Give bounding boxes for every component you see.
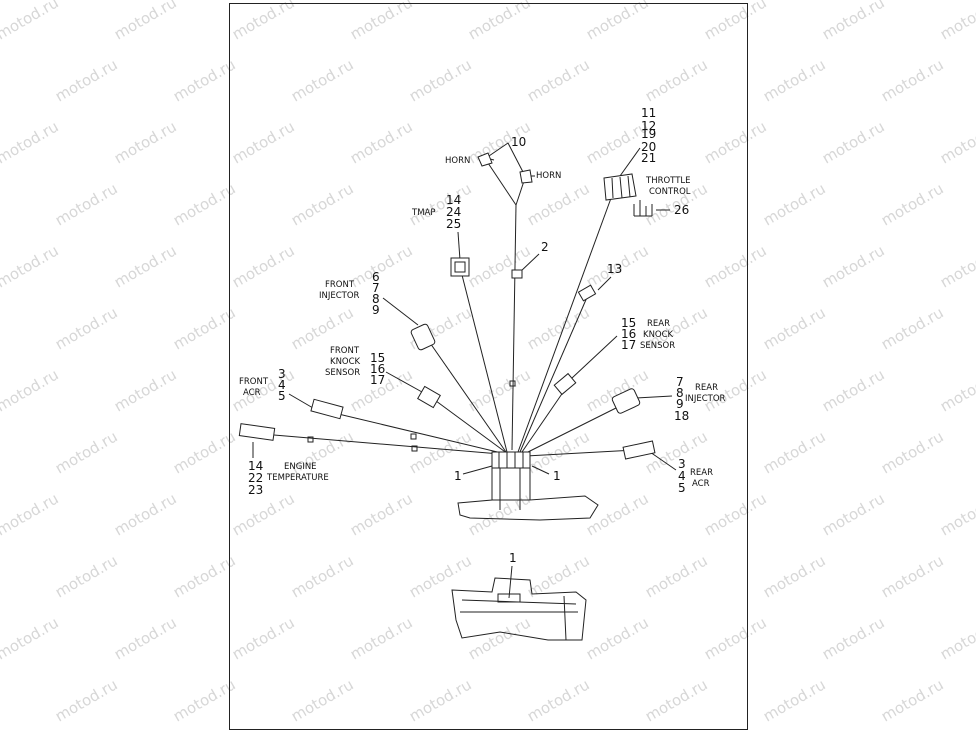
label-front-acr-0: FRONT [239,377,269,387]
label-throttle-1: CONTROL [649,187,691,197]
callout-front-knock-num-2: 17 [370,373,385,387]
callout-rear-injector-num-0: 7 [676,375,684,389]
front-knock-sensor-connector-icon [417,385,441,409]
tmap-sensor-icon [450,257,470,277]
label-front-acr-1: ACR [243,388,261,398]
callout-item-1-lower: 1 [509,551,517,565]
callout-engine-temp-num-1: 22 [248,471,263,485]
label-rear-acr-0: REAR [690,468,713,478]
label-rear-knock-0: REAR [647,319,670,329]
label-rear-acr-1: ACR [692,479,710,489]
callout-item-26: 26 [674,203,689,217]
lower-mounting-bracket [451,577,587,641]
callout-throttle-num-1: 12 [641,119,656,133]
harness-wires [252,142,677,599]
callout-front-injector-num-2: 8 [372,292,380,306]
callout-rear-acr-num-0: 3 [678,457,686,471]
callout-horn-group: 10 [511,135,526,149]
harness-hub-icon [491,451,531,469]
callout-labels: 10 HORN HORN 2 11 12 19 20 21 THROTTLE C… [239,106,726,565]
callout-rear-injector-num-1: 8 [676,386,684,400]
front-acr-connector-icon [310,398,344,420]
callout-throttle-num-2: 19 [641,127,656,141]
label-rear-knock-2: SENSOR [640,341,675,351]
callout-item-2: 2 [541,240,549,254]
callout-rear-knock-num-2: 17 [621,338,636,352]
callout-rear-acr-num-2: 5 [678,481,686,495]
callout-throttle-num-3: 20 [641,140,656,154]
callout-front-acr-num-1: 4 [278,378,286,392]
component-symbols [238,152,656,469]
label-rear-injector-0: REAR [695,383,718,393]
rear-acr-connector-icon [622,440,656,460]
label-horn-right: HORN [536,171,561,181]
callout-rear-knock-num-1: 16 [621,327,636,341]
label-engine-temp-0: ENGINE [284,462,317,472]
throttle-control-connector-icon [603,173,637,201]
callout-tmap-num-1: 24 [446,205,461,219]
label-front-knock-0: FRONT [330,346,360,356]
label-front-knock-1: KNOCK [330,357,361,367]
callout-item-1-left: 1 [454,469,462,483]
rear-injector-connector-icon [611,388,641,414]
throttle-control-pins-icon [633,200,653,217]
label-engine-temp-1: TEMPERATURE [266,473,329,483]
label-front-knock-2: SENSOR [325,368,360,378]
label-rear-injector-1: INJECTOR [685,394,726,404]
callout-tmap-num-2: 25 [446,217,461,231]
front-injector-connector-icon [410,323,436,351]
diagram-frame [229,3,748,730]
callout-throttle-num-4: 21 [641,151,656,165]
callout-throttle-num-0: 11 [641,106,656,120]
callout-rear-knock-num-0: 15 [621,316,636,330]
callout-front-injector-num-3: 9 [372,303,380,317]
callout-front-knock-num-1: 16 [370,362,385,376]
horn-left-connector-icon [477,152,493,167]
callout-engine-temp-num-2: 23 [248,483,263,497]
label-rear-knock-1: KNOCK [643,330,674,340]
label-tmap: TMAP [411,208,435,218]
rear-knock-sensor-connector-icon [553,372,577,396]
callout-item-1-right: 1 [553,469,561,483]
callout-rear-injector-num-3: 18 [674,409,689,423]
label-throttle-0: THROTTLE [645,176,691,186]
callout-item-13: 13 [607,262,622,276]
callout-engine-temp-num-0: 14 [248,459,263,473]
callout-front-injector-num-0: 6 [372,270,380,284]
horn-right-connector-icon [519,169,533,184]
callout-front-acr-num-2: 5 [278,389,286,403]
engine-temperature-connector-icon [238,423,276,441]
callout-tmap-num-0: 14 [446,193,461,207]
callout-rear-injector-num-2: 9 [676,397,684,411]
callout-front-knock-num-0: 15 [370,351,385,365]
callout-front-injector-num-1: 7 [372,281,380,295]
callout-rear-acr-num-1: 4 [678,469,686,483]
upper-mounting-bracket [457,467,599,521]
label-horn-left: HORN [445,156,470,166]
junction-item-2-icon [511,269,523,279]
sensor-item-13-icon [577,284,597,302]
callout-front-acr-num-0: 3 [278,367,286,381]
label-front-injector-1: INJECTOR [319,291,360,301]
label-front-injector-0: FRONT [325,280,355,290]
